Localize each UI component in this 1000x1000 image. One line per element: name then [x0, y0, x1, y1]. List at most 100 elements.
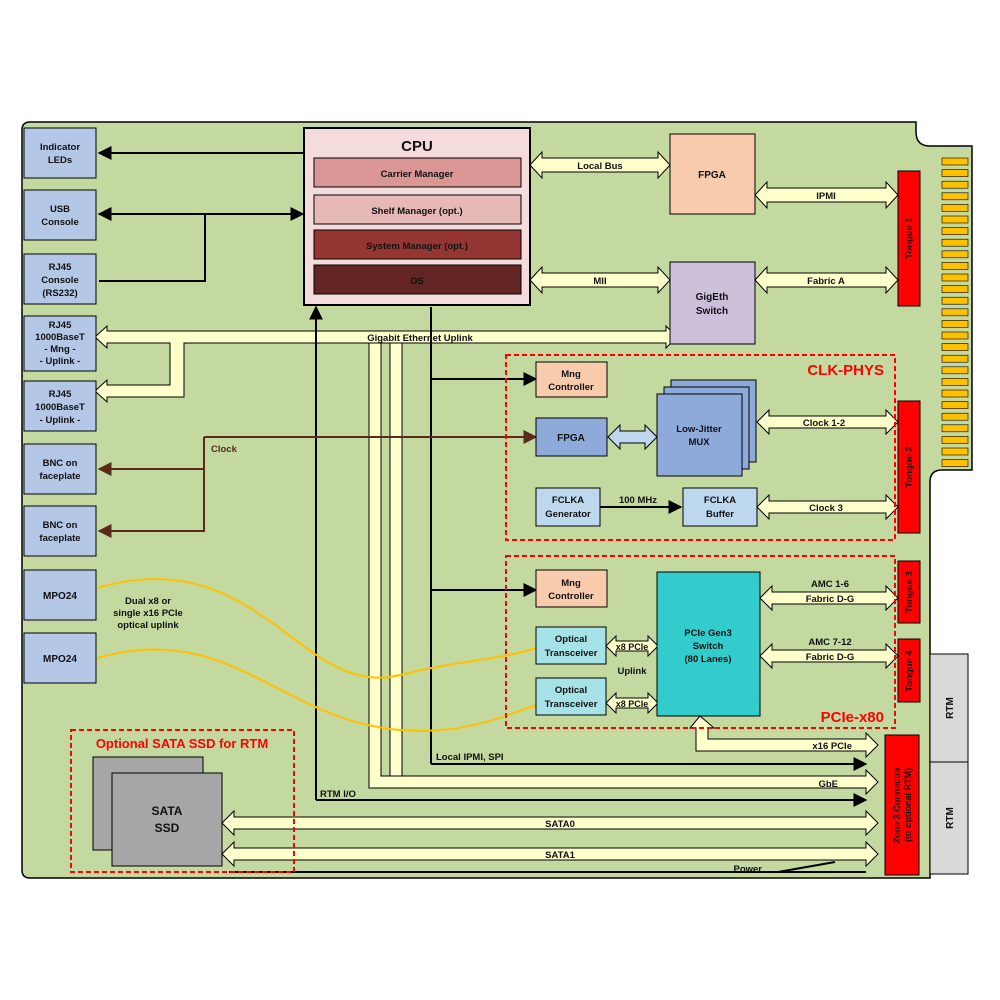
- os-box: [313, 264, 522, 295]
- pcie-label-3: (80 Lanes): [685, 654, 732, 665]
- carrier-manager-label: Carrier Manager: [381, 169, 454, 180]
- dual-label-3: optical uplink: [117, 620, 179, 631]
- pcie-x80-region: [505, 555, 896, 729]
- bnc1-label-1: BNC on: [43, 458, 78, 469]
- clk-phys-region: [505, 354, 896, 541]
- shelf-manager-box: [313, 194, 522, 225]
- mng2-label-1: Mng: [561, 578, 581, 589]
- optical-transceiver-2: Optical Transceiver: [535, 677, 607, 716]
- rj45-uplink-label-3: - Uplink -: [40, 415, 81, 426]
- rj45-uplink-label-1: RJ45: [49, 389, 72, 400]
- connection-labels: Local Bus IPMI MII Fabric A Gigabit Ethe…: [113, 161, 854, 875]
- mpo24-box-1[interactable]: MPO24: [23, 569, 97, 621]
- rj45-console-label-3: (RS232): [42, 288, 77, 299]
- fclka-gen-label-2: Generator: [545, 509, 591, 520]
- pcie-label-2: Switch: [693, 641, 724, 652]
- ssd-region-label: Optional SATA SSD for RTM: [96, 736, 268, 751]
- tongue-2: Tongue 2: [897, 400, 921, 534]
- rj45-uplink-box[interactable]: RJ45 1000BaseT - Uplink -: [23, 380, 97, 432]
- sata-ssd-block: SATA SSD: [92, 756, 223, 867]
- clock12-label: Clock 1-2: [803, 418, 845, 429]
- gigeth-label-1: GigEth: [696, 292, 729, 303]
- edge-finger: [941, 157, 969, 166]
- edge-finger: [941, 424, 969, 433]
- edge-finger: [941, 378, 969, 386]
- mhz-label: 100 MHz: [619, 495, 657, 506]
- edge-finger: [941, 308, 969, 317]
- ssd-label-1: SATA: [152, 804, 183, 818]
- edge-finger: [941, 215, 969, 224]
- uplink-vertical-bus: [368, 342, 879, 796]
- mng-controller-1: Mng Controller: [535, 361, 608, 398]
- rj45-console-box[interactable]: RJ45 Console (RS232): [23, 253, 97, 305]
- rj45-mng-label-4: - Uplink -: [40, 356, 81, 367]
- fpga-clk-label: FPGA: [557, 433, 585, 444]
- usb-label-1: USB: [50, 204, 70, 215]
- edge-finger: [941, 401, 969, 409]
- fpga-top-label: FPGA: [698, 170, 726, 181]
- fclka-buf-label-1: FCLKA: [704, 495, 736, 506]
- tongue-1-label: Tongue 1: [904, 217, 915, 259]
- rj45-mng-label-1: RJ45: [49, 320, 72, 331]
- edge-finger: [941, 296, 969, 305]
- edge-finger: [941, 192, 969, 201]
- rj45-console-label-1: RJ45: [49, 262, 72, 273]
- optical2-label-1: Optical: [555, 685, 587, 696]
- ssd-region: [70, 729, 295, 873]
- fpga-clk-block: FPGA: [535, 417, 608, 457]
- usb-console-box[interactable]: USB Console: [23, 189, 97, 241]
- mpo24-box-2[interactable]: MPO24: [23, 632, 97, 684]
- fabric-dg2-label: Fabric D-G: [806, 652, 855, 663]
- indicator-leds-box: Indicator LEDs: [23, 127, 97, 179]
- rtm-box-bottom: RTM: [929, 761, 969, 875]
- fclka-generator-block: FCLKA Generator: [535, 487, 601, 527]
- zone3-label-2: (to optional RTM): [903, 768, 913, 842]
- carrier-manager-box: [313, 157, 522, 188]
- bnc-faceplate-box-1[interactable]: BNC on faceplate: [23, 443, 97, 495]
- sata1-label: SATA1: [545, 850, 575, 861]
- edge-finger: [941, 366, 969, 375]
- rtm-bottom-label: RTM: [945, 807, 956, 829]
- mng2-label-2: Controller: [548, 591, 594, 602]
- usb-label-2: Console: [41, 217, 78, 228]
- bnc1-label-2: faceplate: [39, 471, 80, 482]
- power-label: Power: [733, 864, 762, 875]
- edge-finger: [941, 250, 969, 259]
- tongue-2-label: Tongue 2: [904, 446, 915, 488]
- fclka-buf-label-2: Buffer: [706, 509, 734, 520]
- bnc-faceplate-box-2[interactable]: BNC on faceplate: [23, 505, 97, 557]
- gigeth-label-2: Switch: [696, 306, 728, 317]
- rj45-mng-label-2: 1000BaseT: [35, 332, 85, 343]
- bnc2-label-2: faceplate: [39, 533, 80, 544]
- low-jitter-mux-block: Low-Jitter MUX: [656, 379, 757, 477]
- rtm-box-top: RTM: [929, 653, 969, 763]
- rj45-mng-uplink-box[interactable]: RJ45 1000BaseT - Mng - - Uplink -: [23, 315, 97, 372]
- rtm-top-label: RTM: [945, 697, 956, 719]
- edge-finger: [941, 447, 969, 456]
- sata0-arrow: [221, 809, 879, 837]
- ssd-label-2: SSD: [155, 821, 180, 835]
- mux-label-2: MUX: [688, 437, 710, 448]
- edge-finger: [941, 412, 969, 421]
- gigabit-uplink-bus: [94, 324, 678, 404]
- edge-finger: [941, 285, 969, 293]
- ipmi-label: IPMI: [816, 191, 836, 202]
- amc16-label: AMC 1-6: [811, 579, 849, 590]
- clock-wires: [97, 430, 538, 538]
- edge-connector-fingers: [941, 157, 969, 467]
- mux-label-1: Low-Jitter: [676, 424, 722, 435]
- fpga-top-block: FPGA: [669, 133, 756, 215]
- mpo2-label: MPO24: [43, 654, 77, 665]
- sata0-label: SATA0: [545, 819, 575, 830]
- tongue-3-label: Tongue 3: [904, 571, 915, 613]
- local-ipmi-label: Local IPMI, SPI: [436, 752, 504, 763]
- optical2-label-2: Transceiver: [545, 699, 598, 710]
- mng1-label-2: Controller: [548, 382, 594, 393]
- rj45-console-label-2: Console: [41, 275, 78, 286]
- edge-finger: [941, 180, 969, 189]
- gigeth-switch-block: GigEth Switch: [669, 261, 756, 345]
- edge-finger: [941, 262, 969, 270]
- zone3-connector: Zone 3 Connector (to optional RTM): [884, 734, 920, 876]
- edge-finger: [941, 204, 969, 212]
